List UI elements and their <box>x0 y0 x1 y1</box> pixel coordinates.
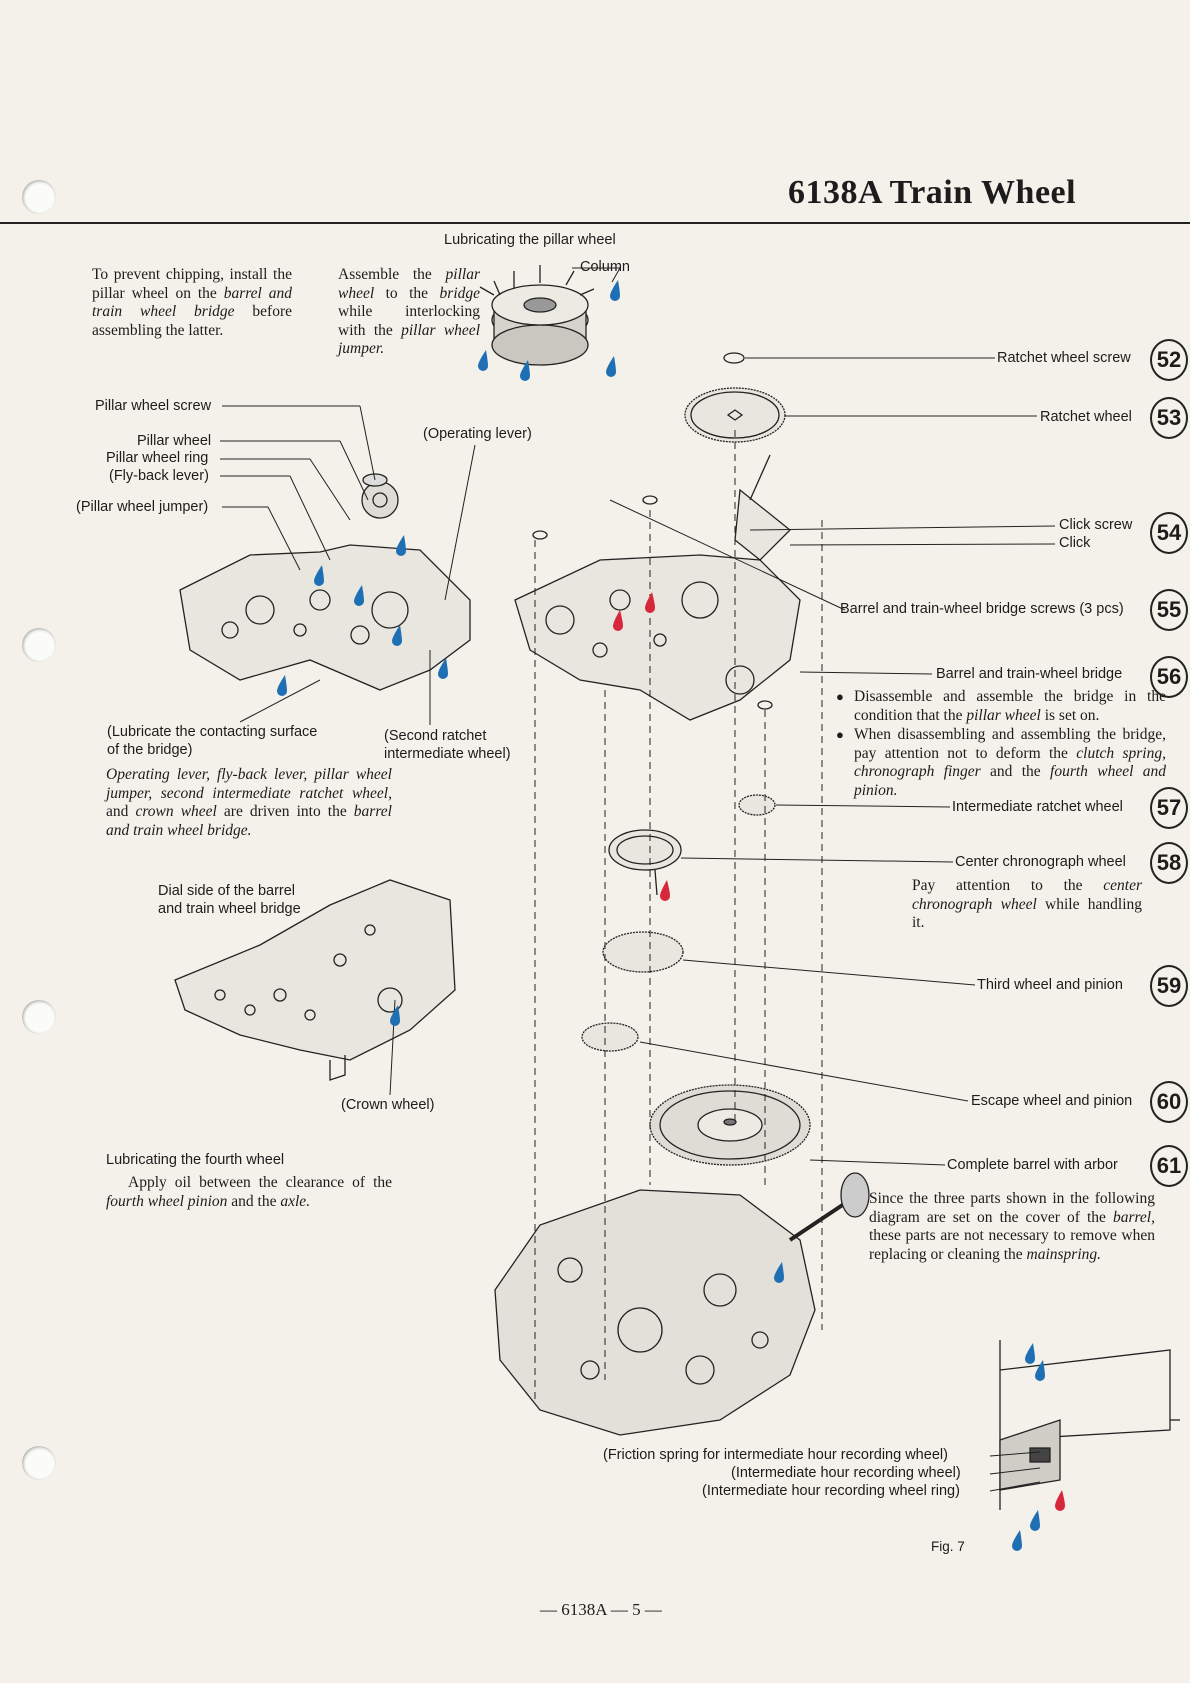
dial-side-bridge-illustration <box>174 879 456 1081</box>
main-plate-illustration <box>494 1172 870 1436</box>
pillar-wheel-illustration <box>479 265 595 366</box>
fig7-cross-section <box>999 1340 1180 1510</box>
ratchet-wheel-illustration <box>684 352 786 443</box>
pillar-wheel-screw-label: Pillar wheel screw <box>95 398 212 414</box>
part-number-58: 58 <box>1150 842 1188 884</box>
binder-hole <box>22 1000 56 1034</box>
part-label-52: Ratchet wheel screw <box>997 350 1131 366</box>
binder-hole <box>22 628 56 662</box>
part-number-55: 55 <box>1150 589 1188 631</box>
intermediate-ring-label: (Intermediate hour recording wheel ring) <box>702 1483 960 1499</box>
part-label-61: Complete barrel with arbor <box>947 1157 1118 1173</box>
part-number-57: 57 <box>1150 787 1188 829</box>
bridge-bullet-1: Disassemble and assemble the bridge in t… <box>836 688 1166 725</box>
fly-back-lever-label: (Fly-back lever) <box>109 468 209 484</box>
part-number-61: 61 <box>1150 1145 1188 1187</box>
part-label-60: Escape wheel and pinion <box>971 1093 1133 1109</box>
complete-barrel-illustration <box>649 1084 811 1166</box>
header-rule <box>0 222 1190 224</box>
barrel-note: Since the three parts shown in the follo… <box>869 1190 1155 1263</box>
oil-drop-markers <box>277 280 1045 1551</box>
intermediate-wheel-label: (Intermediate hour recording wheel) <box>731 1465 961 1481</box>
crown-wheel-label: (Crown wheel) <box>341 1097 435 1113</box>
part-label-59: Third wheel and pinion <box>977 977 1123 993</box>
center-chrono-note: Pay attention to the center chronograph … <box>912 877 1142 931</box>
driven-into-note: Operating lever, fly-back lever, pillar … <box>106 766 392 839</box>
part-label-55: Barrel and train-wheel bridge screws (3 … <box>840 601 1124 617</box>
part-label-58: Center chronograph wheel <box>955 854 1126 870</box>
pillar-chipping-note: To prevent chipping, install the pillar … <box>92 266 292 339</box>
page-title: 6138A Train Wheel <box>788 174 1077 211</box>
part-number-53: 53 <box>1150 397 1188 439</box>
escape-wheel-illustration <box>581 1022 639 1052</box>
binder-hole <box>22 180 56 214</box>
column-label: Column <box>580 259 630 275</box>
part-label-56: Barrel and train-wheel bridge <box>936 666 1123 682</box>
part-number-60: 60 <box>1150 1081 1188 1123</box>
part-number-52: 52 <box>1150 339 1188 381</box>
operating-lever-label: (Operating lever) <box>423 426 532 442</box>
third-wheel-illustration <box>602 931 684 973</box>
pillar-wheel-jumper-label: (Pillar wheel jumper) <box>76 499 209 515</box>
page-number: — 6138A — 5 — <box>540 1600 662 1619</box>
pillar-wheel-label: Pillar wheel <box>137 433 212 449</box>
lub-fourth-note: Apply oil between the clearance of the f… <box>106 1174 392 1210</box>
part-number-59: 59 <box>1150 965 1188 1007</box>
center-chronograph-wheel-illustration <box>608 829 682 896</box>
binder-hole <box>22 1446 56 1480</box>
part-number-56: 56 <box>1150 656 1188 698</box>
click-illustration <box>734 488 791 561</box>
bridge-bullet-2: When disassembling and assembling the br… <box>836 726 1166 800</box>
left-bridge-illustration <box>179 473 471 691</box>
assemble-pillar-note: Assemble the pillar wheel to the bridge … <box>338 266 480 357</box>
part-label-54: Click screw <box>1059 517 1133 533</box>
friction-spring-label: (Friction spring for intermediate hour r… <box>603 1447 948 1463</box>
pillar-wheel-ring-label: Pillar wheel ring <box>106 450 209 466</box>
bridge-bullets: Disassemble and assemble the bridge in t… <box>836 688 1166 801</box>
fig7-caption: Fig. 7 <box>931 1539 965 1554</box>
lub-fourth-title: Lubricating the fourth wheel <box>106 1152 285 1168</box>
intermediate-ratchet-illustration <box>738 794 776 816</box>
red-grease-markers <box>613 592 1065 1511</box>
part-number-54: 54 <box>1150 512 1188 554</box>
lubricating-pillar-title: Lubricating the pillar wheel <box>444 232 616 248</box>
barrel-train-bridge-illustration <box>514 495 801 721</box>
part-label-54-click: Click <box>1059 535 1091 551</box>
part-label-57: Intermediate ratchet wheel <box>952 799 1123 815</box>
part-label-53: Ratchet wheel <box>1040 409 1132 425</box>
